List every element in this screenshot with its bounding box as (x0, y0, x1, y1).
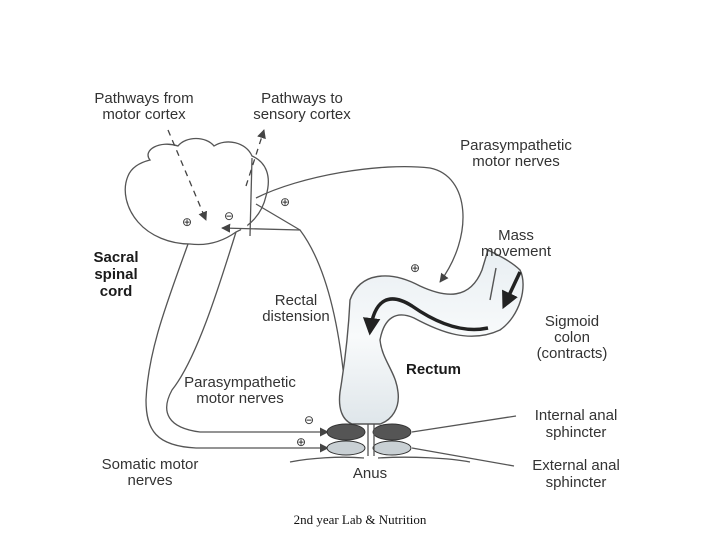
svg-text:Somatic motor: Somatic motor (102, 456, 199, 473)
label-parasympathetic-bottom: Parasympathetic motor nerves (184, 374, 296, 407)
plus-symbol-colon: ⊕ (410, 261, 420, 275)
label-rectum: Rectum (406, 361, 461, 378)
label-mass-movement: Mass movement (481, 227, 552, 260)
minus-symbol-internal: ⊖ (304, 413, 314, 427)
svg-text:Pathways to: Pathways to (261, 90, 343, 107)
mass-movement-arrow (502, 271, 522, 310)
mass-movement-arrow-2 (489, 267, 497, 301)
svg-text:colon: colon (554, 329, 590, 346)
colon-flow-arrow (362, 297, 489, 336)
svg-text:Parasympathetic: Parasympathetic (460, 137, 572, 154)
svg-text:Parasympathetic: Parasympathetic (184, 374, 296, 391)
label-anus: Anus (353, 465, 387, 482)
svg-text:spinal: spinal (94, 266, 137, 283)
label-sigmoid-colon: Sigmoid colon (contracts) (537, 313, 608, 362)
label-somatic-motor-nerves: Somatic motor nerves (102, 456, 199, 489)
external-sphincter-right (372, 440, 412, 456)
label-external-sphincter: External anal sphincter (532, 457, 620, 491)
svg-text:nerves: nerves (127, 472, 172, 489)
svg-text:Internal anal: Internal anal (535, 407, 618, 424)
colon-tube (338, 249, 524, 425)
minus-symbol-cord: ⊖ (224, 209, 234, 223)
internal-sphincter-right (372, 423, 412, 441)
external-sphincter-pointer (411, 447, 515, 467)
label-sensory-cortex: Pathways to sensory cortex (253, 90, 351, 123)
svg-text:Rectal: Rectal (275, 292, 318, 309)
svg-text:Sacral: Sacral (93, 249, 138, 266)
motor-cortex-pathway (167, 129, 208, 221)
svg-text:movement: movement (481, 243, 552, 260)
svg-text:cord: cord (100, 283, 133, 300)
afferent-branch (255, 203, 301, 231)
svg-text:Mass: Mass (498, 227, 534, 244)
anus-canal (367, 424, 375, 456)
plus-symbol-cord: ⊕ (182, 215, 192, 229)
sensory-cortex-pathway (245, 129, 266, 187)
footer-caption: 2nd year Lab & Nutrition (293, 512, 427, 527)
svg-text:Pathways from: Pathways from (94, 90, 193, 107)
svg-text:distension: distension (262, 308, 330, 325)
internal-sphincter-left (326, 423, 366, 441)
spinal-cord-gap (241, 155, 249, 237)
perineum-line-left (289, 456, 365, 463)
parasympathetic-top-nerve (255, 165, 464, 283)
plus-symbol-external: ⊕ (296, 435, 306, 449)
parasympathetic-bottom-nerve (166, 231, 329, 437)
label-motor-cortex: Pathways from motor cortex (94, 90, 193, 123)
svg-text:Sigmoid: Sigmoid (545, 313, 599, 330)
svg-text:motor nerves: motor nerves (196, 390, 284, 407)
label-internal-sphincter: Internal anal sphincter (535, 407, 618, 441)
spinal-cord-shape (124, 137, 269, 246)
svg-text:motor nerves: motor nerves (472, 153, 560, 170)
svg-text:sphincter: sphincter (546, 474, 607, 491)
label-sacral-spinal-cord: Sacral spinal cord (93, 249, 138, 300)
svg-text:External anal: External anal (532, 457, 620, 474)
svg-text:motor cortex: motor cortex (102, 106, 186, 123)
plus-symbol-top: ⊕ (280, 195, 290, 209)
spinal-cord-edge (249, 157, 253, 237)
svg-text:sensory cortex: sensory cortex (253, 106, 351, 123)
internal-sphincter-pointer (411, 415, 517, 433)
svg-text:(contracts): (contracts) (537, 345, 608, 362)
label-rectal-distension: Rectal distension (262, 292, 330, 325)
label-parasympathetic-top: Parasympathetic motor nerves (460, 137, 572, 170)
rectal-distension-afferent (221, 223, 345, 379)
somatic-motor-nerve (145, 243, 329, 453)
external-sphincter-left (326, 440, 366, 456)
svg-text:sphincter: sphincter (546, 424, 607, 441)
perineum-line-right (377, 456, 471, 463)
